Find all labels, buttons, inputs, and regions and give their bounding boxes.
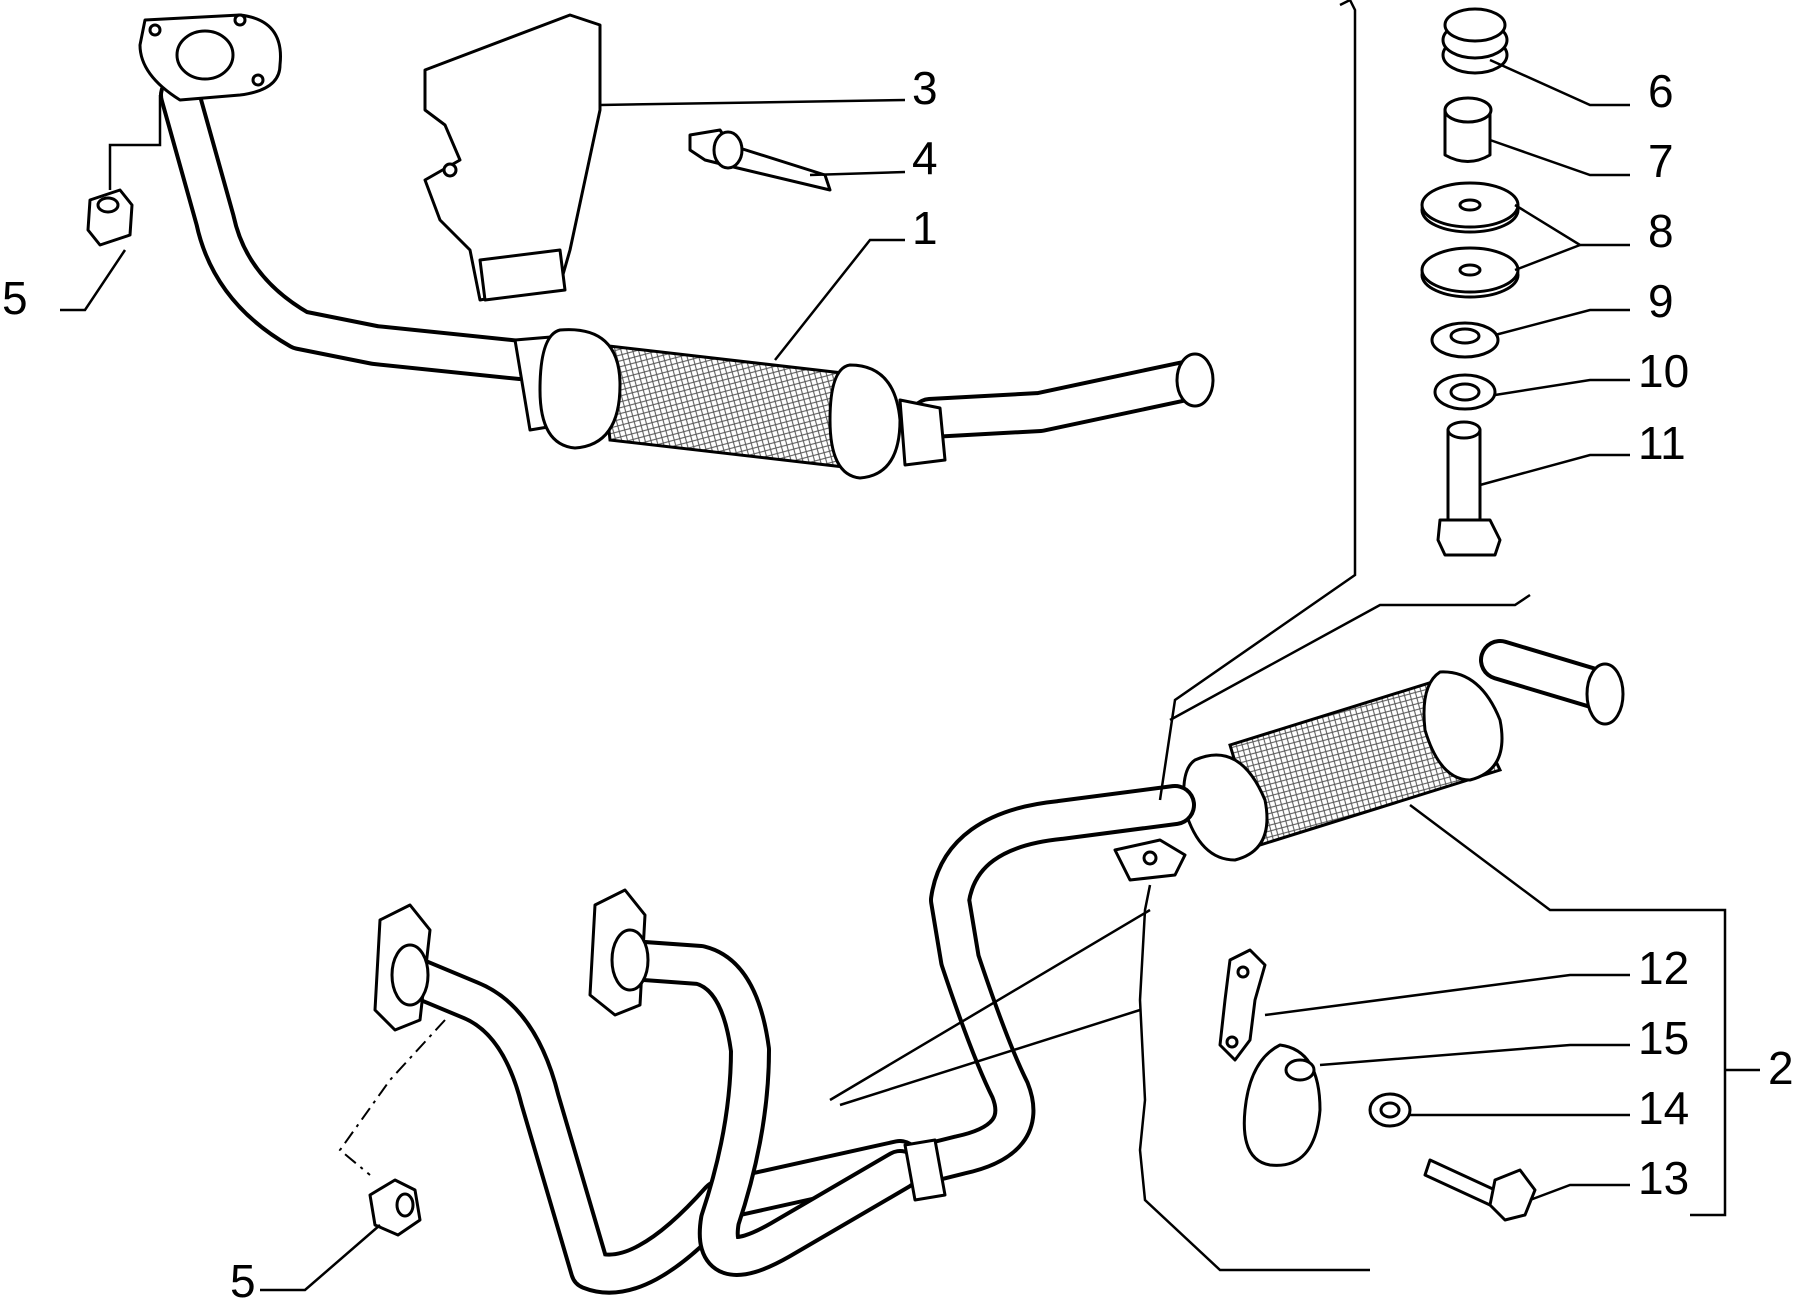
callout-9: 9 (1648, 275, 1674, 327)
callout-11: 11 (1638, 417, 1686, 469)
callout-1: 1 (912, 202, 938, 254)
nut-part-5-bottom (368, 1178, 422, 1237)
mount-spring-part-6 (1441, 7, 1509, 75)
callout-15: 15 (1638, 1012, 1690, 1064)
rubber-washer-part-8-upper (1420, 181, 1520, 234)
callout-2: 2 (1768, 1042, 1794, 1094)
nut-part-5-top (86, 188, 134, 247)
bolt-part-13 (1423, 1158, 1537, 1222)
callout-4: 4 (912, 132, 938, 184)
washer-part-9 (1430, 321, 1500, 359)
callout-8: 8 (1648, 205, 1674, 257)
callout-5-bottom: 5 (230, 1255, 256, 1307)
heat-shield-part-3 (423, 13, 602, 302)
callout-3: 3 (912, 62, 938, 114)
bracket-part-12 (1218, 948, 1267, 1062)
callout-13: 13 (1638, 1152, 1690, 1204)
callout-10: 10 (1638, 345, 1690, 397)
callout-7: 7 (1648, 135, 1674, 187)
bushing-part-7 (1443, 96, 1493, 163)
callout-14: 14 (1638, 1082, 1690, 1134)
rubber-washer-part-8-lower (1420, 246, 1520, 299)
leader-lines (60, 0, 1760, 1292)
lock-washer-part-10 (1433, 373, 1497, 411)
washer-part-14 (1368, 1092, 1412, 1128)
front-pipe-part-1 (138, 13, 1215, 480)
callout-12: 12 (1638, 942, 1690, 994)
callout-5-top: 5 (2, 272, 28, 324)
stud-part-4 (688, 128, 832, 192)
bolt-part-11 (1436, 420, 1502, 557)
clamp-part-15 (1242, 1043, 1322, 1167)
callout-6: 6 (1648, 65, 1674, 117)
exhaust-assembly-part-2 (373, 639, 1625, 1295)
